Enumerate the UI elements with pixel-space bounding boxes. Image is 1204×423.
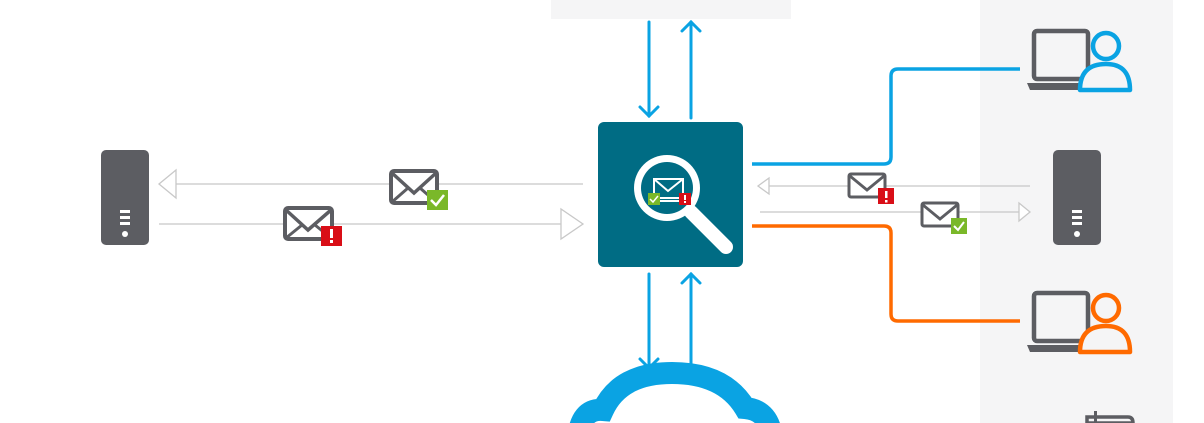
right-flow-lines <box>756 176 1032 223</box>
warning-icon <box>321 226 342 246</box>
user-icon <box>1077 292 1133 355</box>
clean-user-laptop-icon <box>1027 28 1133 93</box>
check-icon <box>951 218 967 234</box>
right-mail-server-icon <box>1053 150 1101 245</box>
right-inbound-arrowhead <box>756 176 770 196</box>
left-clean-envelope <box>389 169 448 210</box>
top-source-box <box>551 0 791 19</box>
right-flagged-envelope <box>847 172 894 204</box>
top-arrows <box>638 19 702 120</box>
left-flagged-envelope <box>283 206 342 246</box>
flagged-user-laptop-icon <box>1027 290 1133 355</box>
right-outbound-arrowhead <box>1018 201 1032 223</box>
magnifier-envelope-icon <box>648 178 691 205</box>
bottom-up-arrow-head <box>680 271 702 285</box>
check-icon <box>427 190 448 210</box>
right-clean-envelope <box>920 201 967 234</box>
outbound-arrowhead <box>157 168 177 200</box>
user-icon <box>1077 30 1133 93</box>
envelope-icon <box>847 172 887 199</box>
clean-user-connector <box>752 67 1020 166</box>
cloud-icon <box>570 361 780 423</box>
scanner-icon <box>598 122 743 267</box>
top-up-arrow-head <box>680 19 702 33</box>
bottom-arrows <box>638 271 702 371</box>
left-flow-lines <box>157 168 585 241</box>
top-down-arrow-head <box>638 105 660 119</box>
inbound-arrowhead <box>560 207 585 241</box>
left-mail-server-icon <box>101 150 149 245</box>
warning-icon <box>878 188 894 204</box>
envelope-icon <box>920 201 960 228</box>
flagged-user-connector <box>752 224 1020 323</box>
